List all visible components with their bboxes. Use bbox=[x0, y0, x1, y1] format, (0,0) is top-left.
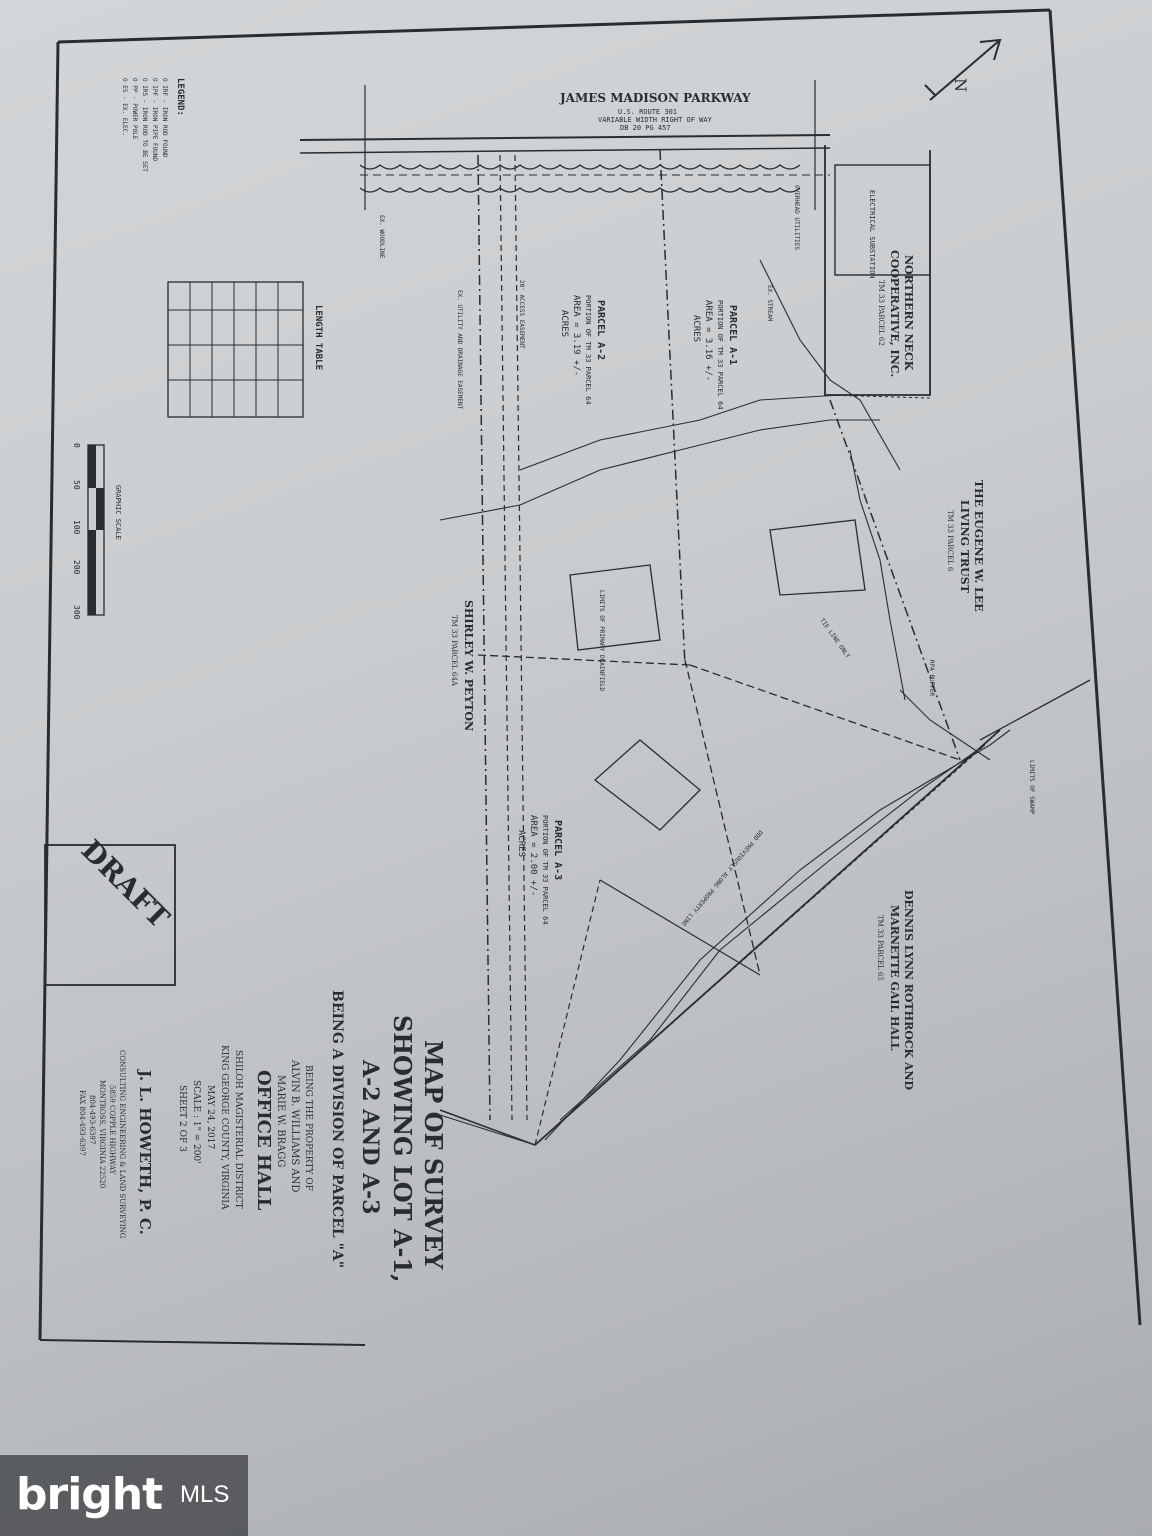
owner-rothrock-3: TM 33 PARCEL 65 bbox=[876, 915, 884, 981]
title-division: BEING A DIVISION OF PARCEL "A" bbox=[329, 990, 345, 1268]
sheet-border bbox=[38, 8, 1142, 1346]
parcel-a1-name: PARCEL A-1 bbox=[727, 305, 738, 365]
parcel-a1-portion: PORTION OF TM 33 PARCEL 64 bbox=[716, 300, 724, 410]
parcel-a1-area: AREA = 3.16 +/- bbox=[703, 300, 713, 381]
parcel-a1-unit: ACRES bbox=[691, 315, 701, 342]
owner-peyton-2: TM 33 PARCEL 64A bbox=[450, 615, 458, 687]
legend-title: LEGEND: bbox=[175, 78, 185, 116]
title-owner-2: MARIE W. BRAGG bbox=[275, 1075, 286, 1167]
legend-item-3: O IRS - IRON ROD TO BE SET bbox=[141, 78, 148, 172]
road-sub1: U.S. ROUTE 301 bbox=[618, 108, 677, 116]
title-line-2: SHOWING LOT A-1, bbox=[388, 1015, 417, 1283]
title-district: SHILOH MAGISTERIAL DISTRICT bbox=[233, 1050, 243, 1209]
title-sheet: SHEET 2 OF 3 bbox=[177, 1085, 187, 1152]
label-property-line: DDD PREVIOUSLY ALONG PROPERTY LINE bbox=[679, 829, 764, 928]
owner-rothrock: DENNIS LYNN ROTHROCK AND MARNETTE GAIL H… bbox=[876, 890, 915, 1091]
firm-addr-2: MONTROSS, VIRGINIA 22520 bbox=[98, 1080, 106, 1188]
title-line-1: MAP OF SURVEY bbox=[419, 1040, 448, 1270]
label-rpa-limits: LIMITS OF PRIMARY DRAINFIELD bbox=[598, 590, 605, 692]
label-ex-woodline: EX. WOODLINE bbox=[378, 215, 385, 259]
parcel-a2-area: AREA = 3.19 +/- bbox=[571, 295, 581, 376]
draft-stamp: DRAFT bbox=[44, 833, 176, 986]
title-property-of: BEING THE PROPERTY OF bbox=[303, 1065, 313, 1191]
road-parkway bbox=[299, 80, 831, 210]
owner-rothrock-2: MARNETTE GAIL HALL bbox=[888, 905, 901, 1051]
legend-item-5: O ES - EX. ELEC. bbox=[121, 78, 128, 136]
owner-lee-1: THE EUGENE W. LEE bbox=[972, 480, 985, 612]
title-owner-1: ALVIN B. WILLIAMS AND bbox=[289, 1059, 300, 1192]
owner-rothrock-1: DENNIS LYNN ROTHROCK AND bbox=[902, 890, 915, 1091]
label-limits-of-swamp: LIMITS OF SWAMP bbox=[1028, 760, 1035, 815]
label-tie-line: TIE LINE ONLY bbox=[818, 617, 851, 660]
substation-parcel bbox=[824, 145, 931, 399]
parcel-a3-label: PARCEL A-3 PORTION OF TM 33 PARCEL 64 AR… bbox=[516, 815, 563, 925]
parcel-a2-label: PARCEL A-2 PORTION OF TM 33 PARCEL 64 AR… bbox=[559, 295, 606, 405]
parcel-boundaries bbox=[439, 149, 1091, 1146]
owner-peyton-1: SHIRLEY W. PEYTON bbox=[462, 600, 475, 731]
watermark-brand: bright bbox=[16, 1469, 163, 1520]
parcel-a3-portion: PORTION OF TM 33 PARCEL 64 bbox=[541, 815, 549, 925]
legend-item-4: O PP - POWER POLE bbox=[131, 78, 138, 140]
road-sub2: VARIABLE WIDTH RIGHT OF WAY bbox=[598, 116, 713, 124]
owner-nn-3: TM 33 PARCEL 62 bbox=[877, 280, 885, 346]
owner-nn-1: NORTHERN NECK bbox=[902, 255, 915, 371]
north-label: N bbox=[951, 78, 970, 92]
length-table bbox=[167, 281, 304, 418]
legend: LEGEND: O IRF - IRON ROD FOUND O IPF - I… bbox=[121, 78, 185, 172]
label-access-easement: 20' ACCESS EASEMENT bbox=[518, 280, 525, 349]
parcel-a3-area: AREA = 2.00 +/- bbox=[528, 815, 538, 896]
parcel-a2-unit: ACRES bbox=[559, 310, 569, 337]
substation-label: ELECTRICAL SUBSTATION bbox=[868, 190, 876, 279]
parcel-a3-name: PARCEL A-3 bbox=[552, 820, 563, 880]
label-ex-stream: EX. STREAM bbox=[766, 285, 773, 322]
scale-tick-50: 50 bbox=[72, 480, 81, 490]
firm-name: J. L. HOWETH, P. C. bbox=[136, 1068, 154, 1235]
drainfield-limits bbox=[569, 519, 866, 831]
road-sub3: DB 20 PG 457 bbox=[620, 124, 671, 132]
watermark-suffix: MLS bbox=[180, 1481, 230, 1508]
title-line-3: A-2 AND A-3 bbox=[357, 1059, 383, 1215]
firm-addr-1: 5859 COPPLE HIGHWAY bbox=[108, 1085, 116, 1175]
road-name: JAMES MADISON PARKWAY bbox=[559, 91, 751, 105]
bright-mls-watermark: bright MLS bbox=[0, 1455, 248, 1536]
parcel-a2-name: PARCEL A-2 bbox=[595, 300, 606, 360]
graphic-scale: GRAPHIC SCALE 0 50 100 200 300 bbox=[72, 443, 122, 620]
streams bbox=[439, 259, 1011, 1141]
legend-item-1: O IRF - IRON ROD FOUND bbox=[161, 78, 168, 158]
scale-tick-0: 0 bbox=[72, 443, 81, 448]
parcel-a1-label: PARCEL A-1 PORTION OF TM 33 PARCEL 64 AR… bbox=[691, 300, 738, 410]
firm-sub: CONSULTING ENGINEERING & LAND SURVEYING bbox=[118, 1050, 126, 1239]
title-scale: SCALE : 1" = 200' bbox=[191, 1080, 201, 1164]
length-table-title: LENGTH TABLE bbox=[313, 305, 323, 370]
owner-lee-trust: THE EUGENE W. LEE LIVING TRUST TM 33 PAR… bbox=[946, 480, 985, 612]
parcel-a2-portion: PORTION OF TM 33 PARCEL 64 bbox=[584, 295, 592, 405]
graphic-scale-title: GRAPHIC SCALE bbox=[114, 485, 122, 540]
scale-tick-100: 100 bbox=[72, 520, 81, 535]
scale-tick-200: 200 bbox=[72, 560, 81, 575]
owner-lee-3: TM 33 PARCEL 6 bbox=[946, 510, 954, 572]
firm-phone: 804-493-6397 bbox=[88, 1095, 96, 1144]
scale-tick-300: 300 bbox=[72, 605, 81, 620]
title-county: KING GEORGE COUNTY, VIRGINIA bbox=[219, 1045, 229, 1210]
firm-block: J. L. HOWETH, P. C. CONSULTING ENGINEERI… bbox=[78, 1050, 154, 1239]
legend-item-2: O IPF - IRON PIPE FOUND bbox=[151, 78, 158, 161]
label-utility-easement: EX. UTILITY AND DRAINAGE EASEMENT bbox=[456, 290, 463, 410]
title-date: MAY 24, 2017 bbox=[205, 1085, 215, 1150]
parcel-a3-unit: ACRES bbox=[516, 830, 526, 857]
owner-northern-neck: NORTHERN NECK COOPERATIVE, INC. TM 33 PA… bbox=[877, 250, 915, 377]
owner-peyton: SHIRLEY W. PEYTON TM 33 PARCEL 64A bbox=[450, 600, 475, 731]
owner-lee-2: LIVING TRUST bbox=[958, 500, 971, 594]
title-location: OFFICE HALL bbox=[253, 1070, 274, 1211]
owner-nn-2: COOPERATIVE, INC. bbox=[888, 250, 901, 377]
draft-text: DRAFT bbox=[75, 833, 176, 934]
label-overhead-utilities: OVERHEAD UTILITIES bbox=[793, 185, 800, 250]
north-arrow-icon: N bbox=[924, 38, 1002, 101]
firm-fax: FAX 804-493-6397 bbox=[78, 1090, 86, 1156]
label-rpa-buffer: RPA BUFFER bbox=[928, 660, 935, 697]
title-block: MAP OF SURVEY SHOWING LOT A-1, A-2 AND A… bbox=[177, 990, 448, 1283]
